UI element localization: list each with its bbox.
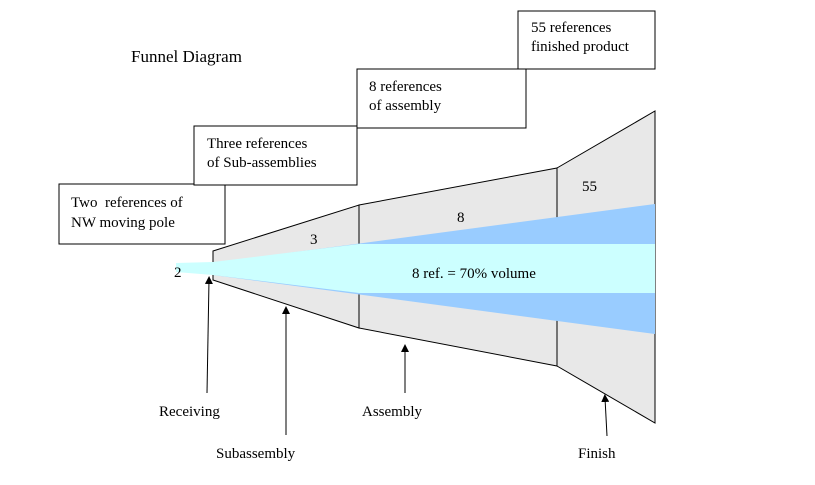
box-sub-line2: of Sub-assemblies <box>207 155 317 171</box>
box-nw-line1: Two references of <box>71 195 183 211</box>
stage-label-receiving: Receiving <box>159 404 220 420</box>
count-subassembly: 3 <box>310 232 318 248</box>
arrow-finish <box>601 394 610 437</box>
count-finish: 55 <box>582 179 597 195</box>
box-nw-moving-pole: Two references of NW moving pole <box>58 183 226 245</box>
count-receiving: 2 <box>174 265 182 281</box>
box-assembly-line2: of assembly <box>369 98 442 114</box>
box-finished-line1: 55 references <box>531 20 612 36</box>
stage-arrows <box>204 276 610 437</box>
volume-note: 8 ref. = 70% volume <box>412 266 536 282</box>
count-assembly: 8 <box>457 210 465 226</box>
diagram-title: Funnel Diagram <box>131 47 242 66</box>
box-finished-product: 55 references finished product <box>517 10 656 70</box>
box-nw-line2: NW moving pole <box>71 215 175 231</box>
stage-label-assembly: Assembly <box>362 404 423 420</box>
stage-label-finish: Finish <box>578 446 616 462</box>
volume-band <box>176 244 655 293</box>
arrow-receiving <box>204 276 213 394</box>
stage-label-subassembly: Subassembly <box>216 446 296 462</box>
box-sub-line1: Three references <box>207 136 307 152</box>
box-assembly-line1: 8 references <box>369 79 442 95</box>
box-finished-line2: finished product <box>531 39 630 55</box>
box-sub-assemblies: Three references of Sub-assemblies <box>193 125 358 186</box>
box-assembly: 8 references of assembly <box>356 68 527 129</box>
